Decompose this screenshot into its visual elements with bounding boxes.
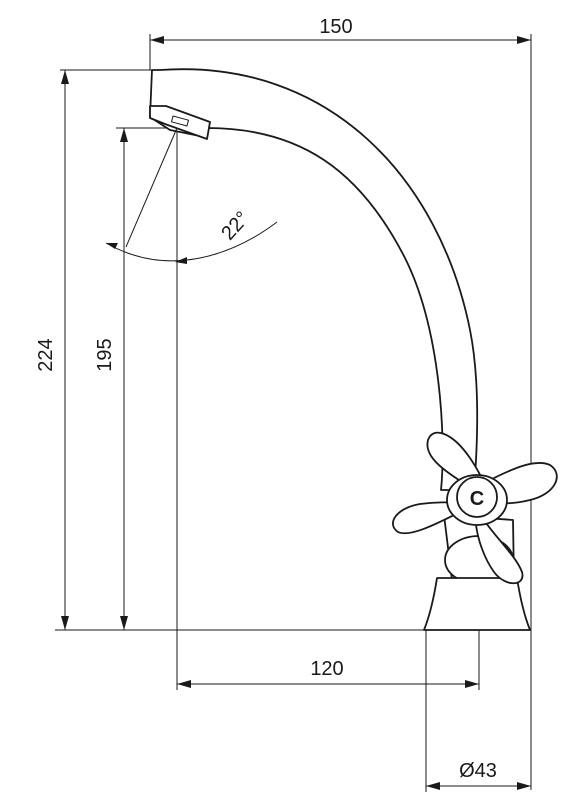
handle-cap — [456, 476, 498, 518]
base — [423, 577, 531, 631]
angle-label: 22° — [217, 207, 254, 244]
dimension-total-height: 224 — [35, 70, 69, 630]
spout-angle-indicator: 22° — [105, 127, 278, 264]
dimension-base-diameter: Ø43 — [426, 760, 531, 790]
spout-height-label: 195 — [94, 338, 116, 371]
handle-cold-label: C — [470, 488, 484, 510]
dimension-spout-reach: 120 — [177, 658, 479, 688]
total-height-label: 224 — [35, 338, 57, 371]
aerator-slot — [170, 115, 190, 127]
handle-arm-lower-left — [392, 501, 461, 535]
spout-reach-label: 120 — [310, 658, 343, 680]
aerator — [149, 105, 211, 140]
dimension-spout-height: 195 — [94, 128, 128, 630]
faucet-body: C — [149, 68, 558, 631]
cross-handle: C — [392, 431, 558, 585]
dimension-width-top: 150 — [150, 16, 531, 44]
handle-arm-lower-right — [475, 519, 524, 585]
base-diameter-label: Ø43 — [459, 760, 497, 782]
width-top-label: 150 — [319, 16, 352, 38]
